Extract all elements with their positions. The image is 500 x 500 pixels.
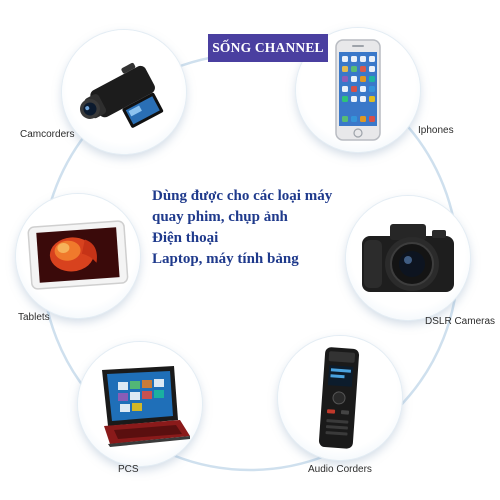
pcs-node	[78, 342, 202, 466]
camcorder-node	[62, 30, 186, 154]
tablet-icon	[27, 220, 129, 290]
laptop-icon	[102, 366, 190, 447]
channel-banner: SỐNG CHANNEL	[208, 34, 328, 62]
audio-corders-label: Audio Corders	[308, 464, 372, 475]
tablets-label: Tablets	[18, 312, 50, 323]
center-line-4: Laptop, máy tính bảng	[152, 251, 299, 267]
center-line-1: Dùng được cho các loại máy	[152, 188, 333, 204]
dslr-camera-icon	[362, 224, 454, 292]
camcorder-icon	[79, 62, 164, 128]
audio-node	[278, 336, 402, 460]
dslr-node	[346, 196, 470, 320]
center-line-3: Điện thoại	[152, 230, 219, 246]
dslr-cameras-label: DSLR Cameras	[425, 316, 496, 327]
camcorders-label: Camcorders	[20, 129, 75, 140]
tablet-node	[16, 194, 140, 318]
pcs-label: PCS	[118, 464, 139, 475]
iphone-icon	[335, 39, 381, 141]
center-description: Dùng được cho các loại máy quay phim, ch…	[152, 186, 362, 270]
audio-recorder-icon	[318, 347, 360, 449]
center-line-2: quay phim, chụp ảnh	[152, 209, 288, 225]
iphones-label: Iphones	[418, 125, 454, 136]
